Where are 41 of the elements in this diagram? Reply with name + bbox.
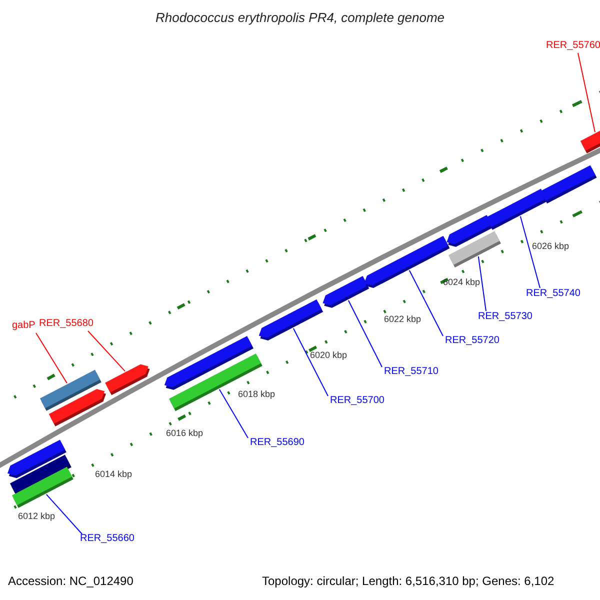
gene-feature	[540, 165, 597, 204]
scale-label: 6014 kbp	[95, 469, 132, 479]
accession-text: Accession: NC_012490	[8, 574, 134, 588]
gene-label: gabP	[12, 320, 36, 331]
gene-feature	[12, 466, 74, 508]
gene-feature	[164, 336, 254, 390]
leader-line	[408, 270, 444, 336]
gene-feature	[580, 128, 600, 154]
gene-label: RER_55740	[526, 288, 580, 299]
leader-line	[478, 256, 486, 312]
gene-feature	[48, 389, 106, 426]
gene-label: RER_55700	[330, 395, 384, 406]
gene-feature	[105, 364, 150, 396]
scale-label: 6012 kbp	[18, 511, 56, 521]
leader-line	[520, 216, 540, 288]
scale-label: 6022 kbp	[384, 314, 422, 324]
scale-label: 6026 kbp	[532, 241, 570, 251]
gene-feature	[322, 276, 370, 308]
genome-summary-text: Topology: circular; Length: 6,516,310 bp; Genes: 6,102	[262, 574, 554, 588]
gene-feature	[448, 231, 501, 268]
scale-label: 6018 kbp	[238, 389, 276, 399]
leader-line	[218, 388, 248, 438]
gene-feature	[486, 188, 548, 230]
gene-label: RER_55720	[445, 335, 500, 346]
leader-line	[348, 300, 382, 368]
title: Rhodococcus erythropolis PR4, complete genome	[154, 10, 446, 25]
gene-label: RER_55680	[39, 318, 94, 329]
gene-label: RER_55760	[546, 40, 600, 51]
leader-line	[292, 328, 328, 396]
leader-line	[36, 332, 68, 384]
gene-label: RER_55710	[384, 366, 438, 377]
leader-line	[578, 52, 596, 133]
scale-label: 6024 kbp	[443, 277, 480, 287]
gene-label: RER_55690	[250, 437, 304, 448]
leader-line	[88, 330, 126, 372]
scale-label: 6020 kbp	[310, 350, 348, 360]
gene-label: RER_55730	[478, 311, 532, 322]
gene-label: RER_55660	[80, 533, 134, 544]
scale-label: 6016 kbp	[166, 428, 204, 438]
gene-feature	[258, 299, 324, 340]
leader-line	[46, 494, 82, 534]
